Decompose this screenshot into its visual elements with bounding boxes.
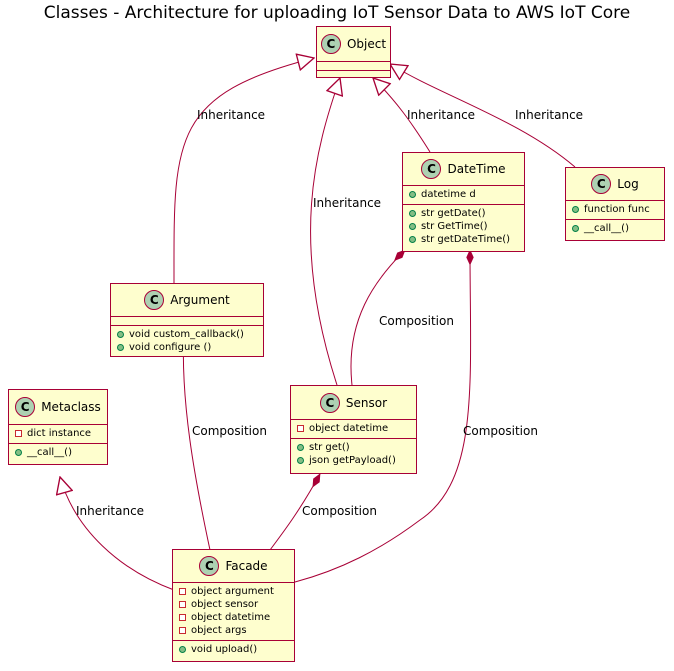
method-section xyxy=(317,70,390,79)
method-row: str get() xyxy=(297,441,410,454)
class-name: Facade xyxy=(225,559,268,573)
method-row: __call__() xyxy=(572,222,658,235)
attribute-section: object argument object sensor object dat… xyxy=(173,582,294,640)
class-icon: C xyxy=(591,174,612,194)
method-row: __call__() xyxy=(15,446,101,459)
public-marker-icon xyxy=(409,210,416,217)
class-name: Log xyxy=(617,177,639,191)
private-marker-icon xyxy=(179,588,186,595)
public-marker-icon xyxy=(297,457,304,464)
public-marker-icon xyxy=(297,444,304,451)
class-icon: C xyxy=(199,556,220,576)
attribute-row: object args xyxy=(179,624,288,637)
method-row: void custom_callback() xyxy=(117,328,257,341)
method-section: __call__() xyxy=(566,219,664,238)
private-marker-icon xyxy=(179,627,186,634)
public-marker-icon xyxy=(409,191,416,198)
attribute-section: datetime d xyxy=(403,185,524,204)
attribute-section xyxy=(111,316,263,325)
public-marker-icon xyxy=(15,449,22,456)
label-metaclass-facade: Inheritance xyxy=(76,504,145,518)
class-datetime: C DateTime datetime d str getDate() str … xyxy=(402,152,525,252)
method-section: str getDate() str GetTime() str getDateT… xyxy=(403,204,524,249)
class-icon: C xyxy=(319,392,340,413)
edge-sensor-facade xyxy=(269,474,321,551)
method-section: void upload() xyxy=(173,640,294,659)
class-icon: C xyxy=(421,159,442,179)
attribute-section: object datetime xyxy=(291,419,416,438)
public-marker-icon xyxy=(117,344,124,351)
class-icon: C xyxy=(320,34,341,54)
private-marker-icon xyxy=(15,430,22,437)
public-marker-icon xyxy=(179,646,186,653)
class-facade: C Facade object argument object sensor o… xyxy=(172,549,295,662)
label-datetime-object: Inheritance xyxy=(407,108,476,122)
private-marker-icon xyxy=(179,614,186,621)
public-marker-icon xyxy=(409,223,416,230)
attribute-row: object argument xyxy=(179,585,288,598)
edge-datetime-sensor xyxy=(350,250,405,386)
label-sensor-object: Inheritance xyxy=(313,196,382,210)
attribute-row: function func xyxy=(572,203,658,216)
method-section: void custom_callback() void configure () xyxy=(111,325,263,357)
attribute-row: object datetime xyxy=(297,422,410,435)
method-row: str getDateTime() xyxy=(409,233,518,246)
label-datetime-sensor: Composition xyxy=(379,314,454,328)
public-marker-icon xyxy=(409,236,416,243)
class-icon: C xyxy=(15,397,36,417)
class-name: Sensor xyxy=(345,395,388,410)
method-row: str getDate() xyxy=(409,207,518,220)
class-icon: C xyxy=(144,290,165,310)
attribute-row: datetime d xyxy=(409,188,518,201)
class-name: Object xyxy=(346,37,387,51)
edge-facade-metaclass xyxy=(60,477,175,591)
label-argument-object: Inheritance xyxy=(197,108,266,122)
label-sensor-facade: Composition xyxy=(302,504,377,518)
attribute-row: object sensor xyxy=(179,598,288,611)
class-argument: C Argument void custom_callback() void c… xyxy=(110,283,264,357)
attribute-section: function func xyxy=(566,200,664,219)
edge-log-object xyxy=(390,64,576,168)
method-row: json getPayload() xyxy=(297,454,410,467)
class-name: DateTime xyxy=(447,162,506,176)
attribute-section xyxy=(317,61,390,70)
attribute-row: object datetime xyxy=(179,611,288,624)
private-marker-icon xyxy=(179,601,186,608)
method-section: __call__() xyxy=(9,443,107,462)
public-marker-icon xyxy=(572,206,579,213)
public-marker-icon xyxy=(572,225,579,232)
edge-sensor-object xyxy=(310,78,340,386)
method-row: void configure () xyxy=(117,341,257,354)
edge-argument-facade xyxy=(183,330,211,551)
class-sensor: C Sensor object datetime str get() json … xyxy=(290,385,417,474)
private-marker-icon xyxy=(297,425,304,432)
label-datetime-facade: Composition xyxy=(463,424,538,438)
method-row: void upload() xyxy=(179,643,288,656)
label-log-object: Inheritance xyxy=(515,108,584,122)
class-metaclass: C Metaclass dict instance __call__() xyxy=(8,389,108,465)
edge-datetime-object xyxy=(373,78,431,153)
edge-argument-object xyxy=(173,58,314,284)
method-row: str GetTime() xyxy=(409,220,518,233)
edge-datetime-facade xyxy=(294,250,471,583)
public-marker-icon xyxy=(117,331,124,338)
class-log: C Log function func __call__() xyxy=(565,167,665,241)
class-name: Metaclass xyxy=(41,400,101,414)
class-name: Argument xyxy=(170,293,230,307)
method-section: str get() json getPayload() xyxy=(291,438,416,470)
diagram-title: Classes - Architecture for uploading IoT… xyxy=(43,3,631,23)
class-object: C Object xyxy=(316,26,391,78)
attribute-section: dict instance xyxy=(9,424,107,443)
label-argument-facade: Composition xyxy=(192,424,267,438)
attribute-row: dict instance xyxy=(15,427,101,440)
